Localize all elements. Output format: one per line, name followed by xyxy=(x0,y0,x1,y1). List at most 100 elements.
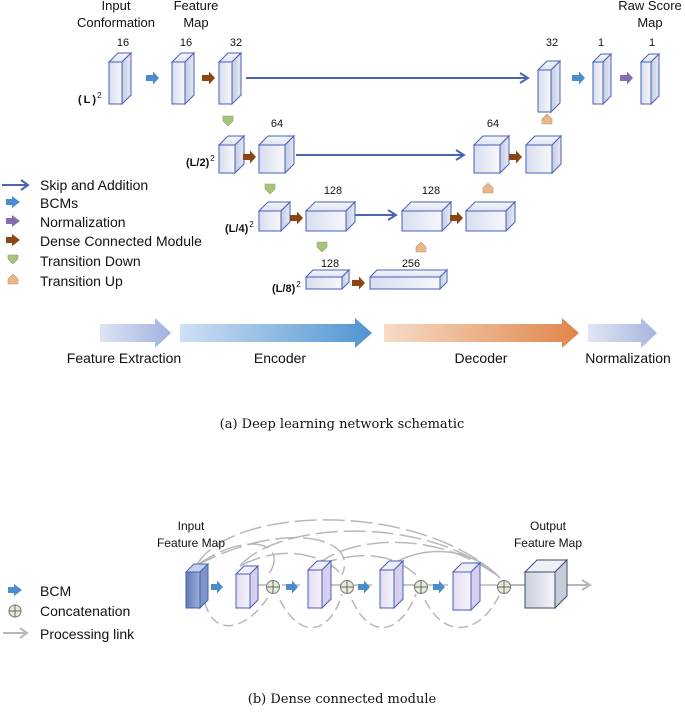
dense-block-3 xyxy=(378,559,405,610)
block-feature-map-16-side xyxy=(184,51,195,106)
block-output-1a-side xyxy=(602,52,612,106)
dense-arrow-stage3-dec xyxy=(450,211,463,225)
block-input-conformation xyxy=(107,51,133,106)
header-feature-line1: Feature xyxy=(174,0,219,13)
svg-text:(L/8)2: (L/8)2 xyxy=(272,280,301,295)
block-layer xyxy=(107,51,661,612)
block-encoder-128b xyxy=(304,200,357,233)
dense-link-arc-5 xyxy=(195,537,346,576)
block-bottleneck-128 xyxy=(304,268,351,291)
normalization-arrow-output xyxy=(620,71,633,85)
dense-link-bottom-4 xyxy=(424,593,501,629)
dense-block-4 xyxy=(451,561,482,612)
dense-arrow-stage2 xyxy=(243,150,256,164)
block-decoder-32-side xyxy=(550,59,561,114)
bcm-arrow-input xyxy=(146,71,159,85)
dense-block-4-side xyxy=(470,561,481,612)
block-decoder-32 xyxy=(536,59,562,114)
dense-block-1-side xyxy=(249,564,259,610)
caption-a: (a) Deep learning network schematic xyxy=(220,417,465,432)
block-feature-map-16-front xyxy=(171,61,186,105)
channel-label-128c: 128 xyxy=(321,258,339,270)
block-output-1a-front xyxy=(592,61,604,105)
block-encoder-64b-front xyxy=(258,144,286,174)
input-feature-map-line1: Input xyxy=(178,519,205,533)
block-decoder-64a xyxy=(472,134,511,175)
dense-bcm-arrow-2 xyxy=(286,580,298,594)
bcm-arrow-icon xyxy=(6,196,20,208)
block-encoder-64a-front xyxy=(218,144,236,174)
legend-label-transition-up: Transition Up xyxy=(40,273,123,289)
block-feature-map-16 xyxy=(170,51,196,106)
stage-label-decoder: Decoder xyxy=(455,350,508,366)
svg-text:(L/4)2: (L/4)2 xyxy=(225,220,254,235)
block-input-conformation-side xyxy=(121,51,132,106)
dense-input-feature-map xyxy=(184,562,210,610)
concatenation-icon-4 xyxy=(497,580,511,594)
block-encoder-128a xyxy=(257,200,292,233)
dense-arrow-stage4 xyxy=(352,276,365,290)
block-decoder-32-front xyxy=(537,69,552,113)
channel-label-128a: 128 xyxy=(324,185,342,197)
header-raw-line1: Raw Score xyxy=(618,0,682,13)
svg-text:(L)2: (L)2 xyxy=(78,91,102,106)
dense-block-4-front xyxy=(452,571,472,611)
block-encoder-128b-front xyxy=(305,210,347,232)
dense-link-arc-1 xyxy=(195,519,501,579)
legend-label-normalization: Normalization xyxy=(40,214,126,230)
stage-arrow-encoder xyxy=(180,318,372,348)
concatenation-icon-2 xyxy=(340,580,354,594)
size-label-L: (L)2 xyxy=(78,91,102,106)
size-label-L8: (L/8)2 xyxy=(272,280,301,295)
header-input-line2: Conformation xyxy=(77,15,155,30)
dense-link-bottom-1 xyxy=(204,593,271,627)
block-feature-map-32 xyxy=(217,51,243,106)
legend-label-transition-down: Transition Down xyxy=(40,253,141,269)
legend-label-concatenation: Concatenation xyxy=(40,603,130,619)
transition-down-icon xyxy=(7,254,19,265)
dense-block-2-side xyxy=(321,559,332,610)
transition-up-2 xyxy=(482,182,494,194)
block-bottleneck-256 xyxy=(368,268,449,291)
dense-link-arc-7 xyxy=(239,552,343,576)
stage-label-encoder: Encoder xyxy=(254,350,306,366)
svg-text:(L/2)2: (L/2)2 xyxy=(186,154,215,169)
dense-output-feature-map xyxy=(523,558,569,610)
dense-arrow-stage2-dec xyxy=(509,150,522,164)
block-raw-score-map-front xyxy=(640,61,652,105)
dense-output-feature-map-front xyxy=(524,571,556,609)
transition-down-2 xyxy=(264,183,276,195)
dense-bcm-arrow-1 xyxy=(211,580,223,594)
block-bottleneck-128-front xyxy=(305,276,343,290)
channel-label-1b: 1 xyxy=(649,37,655,49)
size-label-L4: (L/4)2 xyxy=(225,220,254,235)
legend-label-skip: Skip and Addition xyxy=(40,177,148,193)
dense-block-2 xyxy=(306,559,333,610)
processing-link-out-head xyxy=(581,579,592,591)
skip-link-level1-head xyxy=(519,72,530,84)
block-decoder-64b xyxy=(524,134,563,175)
transition-down-3 xyxy=(316,241,328,253)
concatenation-icon-3 xyxy=(414,580,428,594)
block-encoder-128a-front xyxy=(258,210,282,232)
stage-arrow-normalization xyxy=(588,318,657,348)
channel-label-16a: 16 xyxy=(117,37,129,49)
header-input-line1: Input xyxy=(102,0,131,13)
arrow-layer xyxy=(146,71,633,594)
block-decoder-128b xyxy=(464,200,517,233)
skip-link-level3 xyxy=(355,209,398,221)
dense-block-1 xyxy=(234,564,260,610)
input-feature-map-line2: Feature Map xyxy=(157,536,225,550)
dense-block-2-front xyxy=(307,569,323,609)
dense-block-3-side xyxy=(393,559,404,610)
legend-label-dense: Dense Connected Module xyxy=(40,233,202,249)
dense-block-1-front xyxy=(235,573,251,609)
channel-label-32a: 32 xyxy=(230,37,242,49)
dense-link-bottom-2 xyxy=(279,593,343,629)
skip-link-level2 xyxy=(296,149,466,161)
legend-b: BCM Concatenation Processing link xyxy=(3,583,135,642)
skip-arrow-icon xyxy=(2,179,30,191)
skip-link-level2-head xyxy=(455,149,466,161)
size-label-L2: (L/2)2 xyxy=(186,154,215,169)
skip-link-level1 xyxy=(246,72,530,84)
